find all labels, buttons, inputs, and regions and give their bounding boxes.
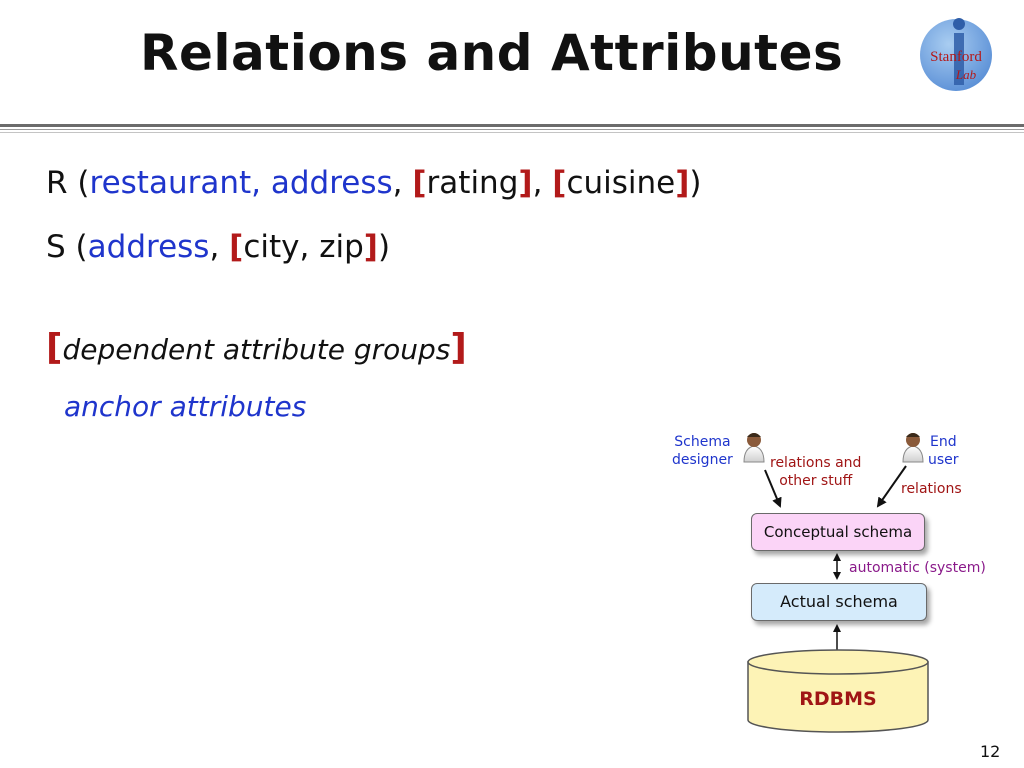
- bracket-open: [: [552, 165, 567, 201]
- automatic-label: automatic (system): [849, 560, 986, 576]
- comma: ,: [392, 165, 403, 201]
- paren-open: (: [77, 165, 90, 201]
- stanford-lab-logo: Stanford Lab: [920, 18, 992, 91]
- bracket-open: [: [412, 165, 427, 201]
- title-divider-thin: [0, 129, 1024, 130]
- title-divider: [0, 124, 1024, 127]
- paren-open: (: [75, 229, 88, 265]
- anchor-attributes: address: [87, 229, 210, 265]
- legend-anchor-attributes: anchor attributes: [64, 390, 307, 423]
- dependent-group: city, zip: [243, 229, 364, 265]
- relation-name: R: [46, 165, 68, 201]
- legend-dependent-text: dependent attribute groups: [62, 333, 451, 366]
- rdbms-label: RDBMS: [799, 688, 877, 710]
- bracket-close: ]: [675, 165, 690, 201]
- relation-r: R (restaurant, address, [rating], [cuisi…: [46, 168, 702, 199]
- relation-s: S (address, [city, zip]): [46, 232, 390, 263]
- bracket-open: [: [229, 229, 244, 265]
- bracket-close: ]: [450, 327, 467, 368]
- relations-label: relations: [901, 481, 962, 497]
- svg-text:Lab: Lab: [955, 67, 977, 82]
- dependent-group: rating: [426, 165, 519, 201]
- bracket-close: ]: [363, 229, 378, 265]
- relation-name: S: [46, 229, 66, 265]
- comma: ,: [209, 229, 220, 265]
- bracket-close: ]: [518, 165, 533, 201]
- title-divider-faint: [0, 132, 1024, 133]
- legend-dependent-groups: [dependent attribute groups]: [46, 330, 467, 366]
- user-icon: [902, 433, 924, 463]
- slide-title: Relations and Attributes: [140, 24, 844, 82]
- anchor-attributes: restaurant, address: [89, 165, 393, 201]
- bracket-open: [: [46, 327, 63, 368]
- user-icon: [743, 433, 765, 463]
- svg-text:Stanford: Stanford: [930, 49, 982, 65]
- dependent-group: cuisine: [566, 165, 676, 201]
- actual-schema-box: Actual schema: [751, 583, 927, 621]
- paren-close: ): [689, 165, 702, 201]
- conceptual-schema-box: Conceptual schema: [751, 513, 925, 551]
- comma: ,: [532, 165, 543, 201]
- page-number: 12: [980, 742, 1001, 761]
- paren-close: ): [377, 229, 391, 265]
